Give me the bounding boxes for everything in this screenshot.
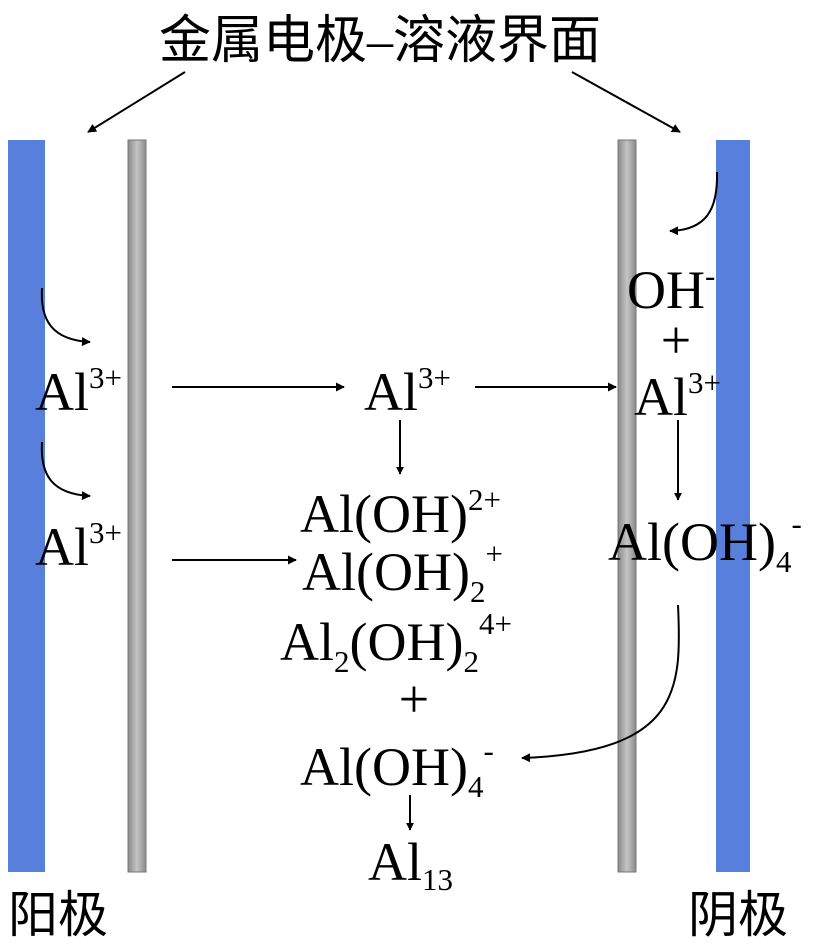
anode-electrode (8, 140, 45, 872)
cathode-oh-minus: OH- (627, 258, 715, 320)
product-aloh-2plus: Al(OH)2+ (300, 482, 501, 544)
anode-interface-layer (127, 139, 147, 873)
title-arrow-left (87, 71, 186, 133)
cathode-interface-layer (617, 139, 637, 873)
product-aloh4-minus: Al(OH)4- (300, 733, 494, 804)
cathode-electrode (716, 140, 750, 872)
product-aloh2-plus: Al(OH)2+ (302, 536, 503, 609)
cathode-al3-ion: Al3+ (634, 365, 721, 427)
product-plus-sign: + (399, 669, 429, 729)
product-al2oh2-4plus: Al2(OH)24+ (280, 606, 512, 679)
title-arrow-right (571, 71, 681, 133)
cathode-curve-arrow-top (669, 171, 719, 236)
product-al13: Al13 (368, 832, 453, 897)
anode-label: 阳极 (8, 887, 108, 943)
anode-al3-ion-2: Al3+ (35, 515, 122, 577)
diagram-title: 金属电极–溶液界面 (159, 13, 601, 70)
cathode-label: 阴极 (688, 887, 788, 943)
arrow-cathode-aloh4-to-middle (521, 604, 680, 763)
anode-curve-arrow-1 (40, 287, 91, 347)
cathode-plus-sign: + (661, 310, 691, 370)
anode-curve-arrow-2 (40, 441, 91, 501)
cathode-aloh4-minus: Al(OH)4- (608, 506, 802, 579)
middle-al3-ion: Al3+ (364, 360, 451, 422)
anode-al3-ion-1: Al3+ (35, 360, 122, 422)
